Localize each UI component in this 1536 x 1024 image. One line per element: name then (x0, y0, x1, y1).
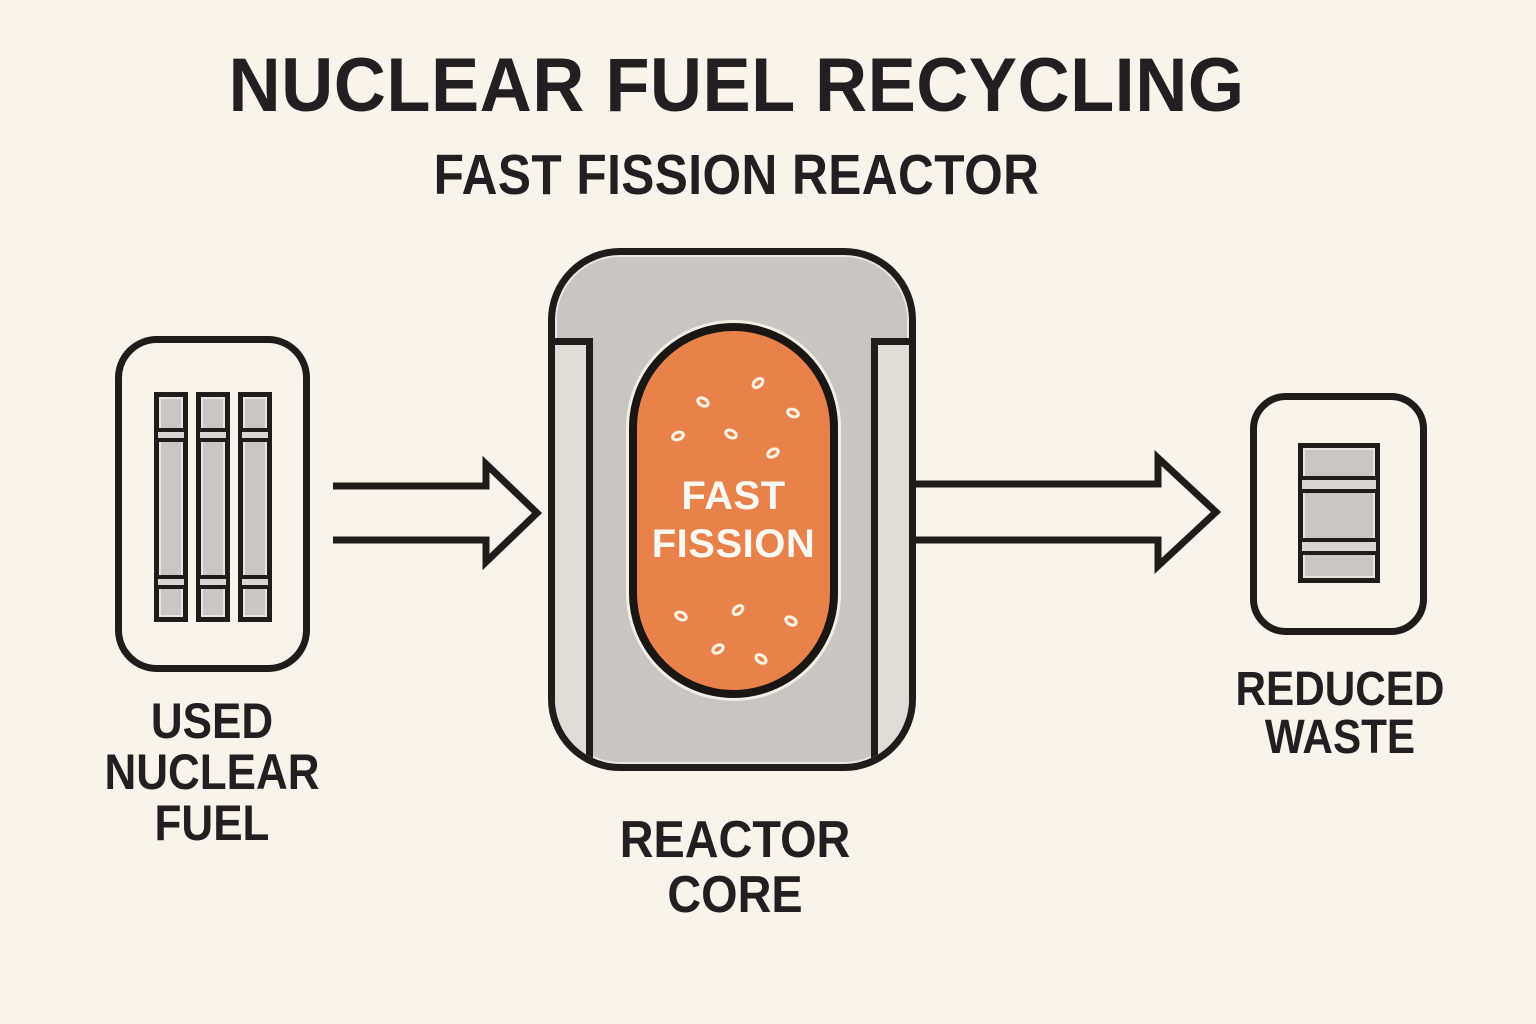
fuel-rod-band (157, 575, 184, 589)
fuel-rod-band (241, 428, 268, 442)
fuel-rod-band (199, 575, 226, 589)
used-fuel-label: USED NUCLEAR FUEL (104, 693, 320, 851)
page-title: NUCLEAR FUEL RECYCLING (228, 43, 1245, 128)
waste-canister (1297, 443, 1380, 583)
reduced-waste-label: REDUCED WASTE (1235, 663, 1445, 764)
fuel-rod-band (241, 575, 268, 589)
reduced-waste-container (1250, 393, 1427, 635)
flow-arrow-fuel-to-reactor (333, 455, 543, 570)
reactor-core-text: FAST FISSION (651, 473, 816, 566)
flow-arrow-reactor-to-waste (912, 450, 1221, 575)
reactor-core-label: REACTOR CORE (619, 811, 851, 924)
reactor-liner-right (871, 338, 909, 764)
fuel-rod-band (199, 428, 226, 442)
fuel-rod-band (157, 428, 184, 442)
reactor-core-oval: FAST FISSION (629, 323, 838, 698)
waste-canister-band (1301, 476, 1376, 493)
reactor-vessel: FAST FISSION (548, 248, 916, 771)
fuel-rod (195, 392, 230, 622)
waste-canister-band (1301, 538, 1376, 555)
page-subtitle: FAST FISSION REACTOR (433, 143, 1040, 207)
reactor-liner-left (555, 338, 593, 764)
fuel-rod (237, 392, 272, 622)
fuel-rod (153, 392, 188, 622)
used-fuel-container (115, 336, 310, 672)
fuel-rods (122, 392, 303, 622)
